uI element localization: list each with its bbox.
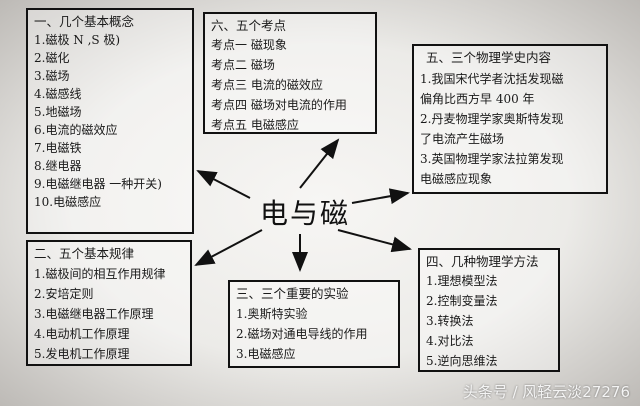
arrow-to-concepts — [196, 170, 251, 199]
concept-item: 1.磁极 N ,S 极) — [34, 33, 121, 47]
law-item: 1.磁极间的相互作用规律 — [34, 267, 166, 281]
experiment-item: 3.电磁感应 — [236, 347, 296, 361]
law-item: 4.电动机工作原理 — [34, 327, 130, 341]
method-item: 5.逆向思维法 — [426, 354, 498, 368]
method-item: 3.转换法 — [426, 314, 474, 328]
exam-point-item: 考点三 电流的磁效应 — [211, 78, 323, 92]
history-item: 了电流产生磁场 — [420, 132, 505, 146]
concept-item: 6.电流的磁效应 — [34, 123, 118, 137]
history-item: 2.丹麦物理学家奥斯特发现 — [420, 112, 564, 126]
exam-point-item: 考点一 磁现象 — [211, 38, 287, 52]
law-item: 5.发电机工作原理 — [34, 347, 130, 361]
experiments-title: 三、三个重要的实验 — [236, 286, 349, 301]
concept-item: 10.电磁感应 — [34, 195, 102, 209]
methods-title: 四、几种物理学方法 — [426, 254, 539, 269]
concept-item: 8.继电器 — [34, 159, 82, 173]
concept-item: 2.磁化 — [34, 51, 70, 65]
concept-item: 5.地磁场 — [34, 105, 82, 119]
exam-point-item: 考点二 磁场 — [211, 58, 275, 72]
exam-points-title: 六、五个考点 — [211, 18, 287, 33]
laws-box: 二、五个基本规律 1.磁极间的相互作用规律 2.安培定则 3.电磁继电器工作原理… — [26, 240, 192, 366]
arrow-to-methods — [337, 229, 412, 253]
history-item: 偏角比西方早 400 年 — [420, 92, 535, 106]
history-box: 五、三个物理学史内容 1.我国宋代学者沈括发现磁 偏角比西方早 400 年 2.… — [412, 44, 608, 194]
methods-box: 四、几种物理学方法 1.理想模型法 2.控制变量法 3.转换法 4.对比法 5.… — [418, 248, 560, 372]
exam-point-item: 考点四 磁场对电流的作用 — [211, 98, 347, 112]
history-item: 3.英国物理学家法拉第发现 — [420, 152, 564, 166]
concept-item: 3.磁场 — [34, 69, 70, 83]
history-item: 电磁感应现象 — [420, 172, 493, 186]
law-item: 3.电磁继电器工作原理 — [34, 307, 154, 321]
concept-item: 4.磁感线 — [34, 87, 82, 101]
law-item: 2.安培定则 — [34, 287, 94, 301]
exam-points-box: 六、五个考点 考点一 磁现象 考点二 磁场 考点三 电流的磁效应 考点四 磁场对… — [203, 12, 377, 134]
watermark: 头条号 / 风轻云淡27276 — [462, 383, 630, 401]
concepts-box: 一、几个基本概念 1.磁极 N ,S 极) 2.磁化 3.磁场 4.磁感线 5.… — [26, 8, 194, 234]
concept-item: 9.电磁继电器 一种开关) — [34, 177, 162, 191]
exam-point-item: 考点五 电磁感应 — [211, 118, 299, 132]
laws-title: 二、五个基本规律 — [34, 246, 135, 261]
experiment-item: 1.奥斯特实验 — [236, 307, 308, 321]
arrow-to-history — [351, 188, 410, 205]
center-topic: 电与磁 — [259, 197, 350, 230]
concept-item: 7.电磁铁 — [34, 141, 82, 155]
history-item: 1.我国宋代学者沈括发现磁 — [420, 72, 564, 86]
concepts-title: 一、几个基本概念 — [34, 14, 135, 29]
history-title: 五、三个物理学史内容 — [426, 50, 552, 65]
method-item: 4.对比法 — [426, 334, 474, 348]
arrow-to-exam-points — [299, 138, 340, 189]
experiment-item: 2.磁场对通电导线的作用 — [236, 327, 368, 341]
method-item: 1.理想模型法 — [426, 274, 498, 288]
arrow-to-laws — [194, 229, 263, 266]
experiments-box: 三、三个重要的实验 1.奥斯特实验 2.磁场对通电导线的作用 3.电磁感应 — [228, 280, 400, 368]
method-item: 2.控制变量法 — [426, 294, 498, 308]
